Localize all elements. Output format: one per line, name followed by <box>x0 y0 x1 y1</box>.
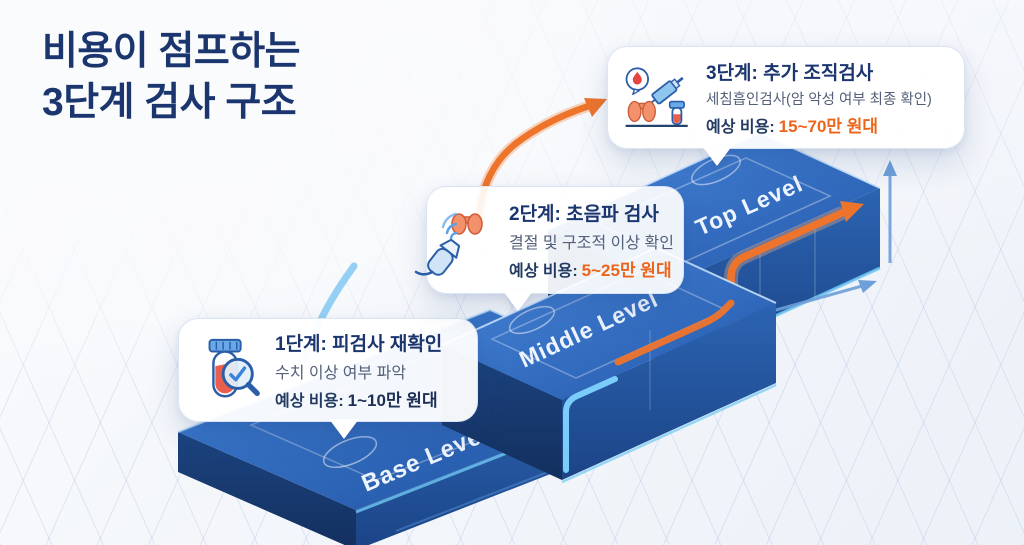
cost-value: 5~25만 원대 <box>581 261 672 280</box>
thyroid-shape <box>451 213 483 235</box>
middle-block-top-face <box>442 248 776 400</box>
title-line-2: 3단계 검사 구조 <box>42 81 297 125</box>
cost-line: 예상 비용:15~70만 원대 <box>706 112 932 137</box>
tail-port-circle <box>322 435 378 469</box>
cost-line: 예상 비용:1~10만 원대 <box>275 386 442 411</box>
probe-body <box>414 238 461 276</box>
cost-label: 예상 비용: <box>706 119 775 136</box>
cost-value: 1~10만 원대 <box>347 391 438 410</box>
thyroid-shape <box>627 100 656 122</box>
step-card-3: 3단계: 추가 조직검사 세침흡인검사(암 악성 여부 최종 확인) 예상 비용… <box>607 46 965 166</box>
step-title: 1단계: 피검사 재확인 <box>275 334 443 355</box>
speech-tail <box>329 419 359 439</box>
step-line-middle <box>563 376 618 473</box>
cost-label: 예상 비용: <box>275 393 344 410</box>
cost-ascent-arrow <box>724 201 864 385</box>
step-card-1: 1단계: 피검사 재확인 수치 이상 여부 파악 예상 비용:1~10만 원대 <box>178 318 478 439</box>
arrowhead <box>584 98 607 117</box>
page-title: 비용이 점프하는 3단계 검사 구조 <box>42 26 301 129</box>
cost-value: 15~70만 원대 <box>778 117 879 136</box>
middle-block-right-face <box>562 303 776 480</box>
step-description: 세침흡인검사(암 악성 여부 최종 확인) <box>706 92 932 108</box>
base-block-front-face <box>178 432 356 545</box>
step-card-2: 2단계: 초음파 검사 결절 및 구조적 이상 확인 예상 비용:5~25만 원… <box>414 186 684 311</box>
step-title: 3단계: 추가 조직검사 <box>706 63 874 84</box>
step-description: 수치 이상 여부 파악 <box>275 365 407 382</box>
axis-arrow-vertical <box>883 160 897 263</box>
step-title: 2단계: 초음파 검사 <box>509 204 659 225</box>
speech-tail <box>503 291 533 311</box>
cost-line: 예상 비용:5~25만 원대 <box>509 256 674 281</box>
step-description: 결절 및 구조적 이상 확인 <box>509 235 674 252</box>
syringe-body <box>646 76 684 107</box>
arrowhead <box>840 201 864 222</box>
middle-block-bottom-glow <box>561 383 777 484</box>
cost-label: 예상 비용: <box>509 263 578 280</box>
title-line-1: 비용이 점프하는 <box>42 30 301 73</box>
speech-tail <box>702 146 732 166</box>
blood-test-icon <box>193 335 263 405</box>
ultrasound-icon <box>411 205 497 291</box>
cost-path-middle-segment <box>614 299 735 366</box>
biopsy-syringe-icon <box>622 63 694 133</box>
